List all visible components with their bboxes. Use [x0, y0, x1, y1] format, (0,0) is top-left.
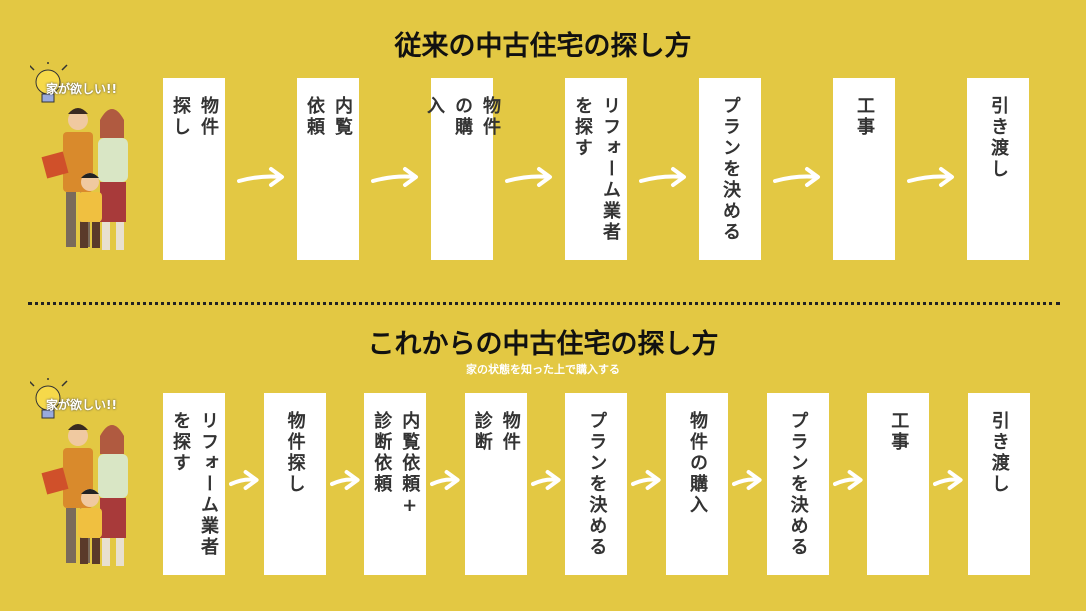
new-step-1-label-2: を探す: [170, 411, 191, 474]
new-step-4-label-1: 物件: [499, 411, 521, 453]
arrow-icon: [907, 167, 954, 187]
new-step-3: 内覧依頼+ 診断依頼: [364, 393, 427, 575]
arrow-icon: [329, 470, 360, 490]
conventional-step-3-label-2: の購: [452, 96, 473, 138]
title-new: これからの中古住宅の探し方: [367, 329, 719, 360]
new-step-9-label-1: 引き渡し: [988, 411, 1010, 495]
conventional-step-3-label-1: 物件: [480, 96, 501, 138]
new-step-8-label-1: 工事: [888, 411, 910, 453]
new-step-4-label-2: 診断: [471, 411, 493, 453]
conventional-step-3: 物件の購入: [424, 78, 501, 260]
conventional-step-1-label-2: 探し: [170, 96, 191, 138]
conventional-step-2-label-1: 内覧: [332, 96, 353, 138]
new-step-7: プランを決める: [766, 393, 829, 575]
arrow-icon: [732, 470, 762, 490]
arrow-icon: [832, 470, 863, 490]
conventional-step-7: 引き渡し: [967, 78, 1029, 260]
mother-figure: [98, 109, 128, 250]
arrow-icon: [631, 470, 661, 490]
family-illustration-bottom: [30, 378, 128, 566]
arrow-icon: [530, 470, 561, 490]
conventional-step-5-label-1: プランを決める: [720, 96, 741, 243]
arrow-icon: [639, 167, 686, 187]
conventional-step-4: リフォーム業者を探す: [565, 78, 627, 260]
new-step-3-label-1: 内覧依頼+: [399, 411, 421, 519]
child-figure: [78, 489, 102, 564]
conventional-step-7-label-1: 引き渡し: [988, 96, 1009, 180]
speech-bubble-bottom: 家が欲しい!!: [46, 398, 117, 412]
new-step-2: 物件探し: [263, 393, 326, 575]
subtitle-new: 家の状態を知った上で購入する: [466, 363, 620, 376]
arrow-icon: [933, 470, 963, 490]
new-step-1-label-1: リフォーム業者: [198, 411, 219, 558]
new-step-9: 引き渡し: [967, 393, 1030, 575]
new-step-6-label-1: 物件の購入: [687, 411, 708, 516]
mother-figure: [98, 425, 128, 566]
new-step-7-label-1: プランを決める: [787, 411, 809, 558]
new-step-2-label-1: 物件探し: [284, 411, 306, 495]
conventional-step-2-label-2: 依頼: [304, 96, 325, 138]
new-step-4: 物件診断: [464, 393, 527, 575]
dotted-divider: [28, 302, 1060, 305]
conventional-step-6-label-1: 工事: [854, 96, 875, 138]
conventional-step-4-label-1: リフォーム業者: [600, 96, 621, 243]
arrow-icon: [430, 470, 460, 490]
conventional-step-1: 物件探し: [163, 78, 225, 260]
arrow-icon: [229, 470, 259, 490]
arrow-icon: [371, 167, 418, 187]
new-step-6: 物件の購入: [666, 393, 728, 575]
lightbulb-icon: [30, 378, 68, 419]
conventional-step-3-label-3: 入: [424, 96, 445, 117]
new-step-3-label-2: 診断依頼: [371, 411, 393, 495]
new-step-1: リフォーム業者を探す: [163, 393, 225, 575]
new-step-5: プランを決める: [565, 393, 628, 575]
new-step-8: 工事: [867, 393, 930, 575]
conventional-step-2: 内覧依頼: [297, 78, 359, 260]
family-illustration-top: [30, 62, 128, 250]
conventional-step-4-label-2: を探す: [572, 96, 593, 159]
speech-bubble-top: 家が欲しい!!: [46, 82, 117, 96]
new-step-5-label-1: プランを決める: [586, 411, 608, 558]
arrow-icon: [773, 167, 820, 187]
conventional-step-5: プランを決める: [699, 78, 761, 260]
arrow-icon: [505, 167, 552, 187]
child-figure: [78, 173, 102, 248]
lightbulb-icon: [30, 62, 68, 103]
arrow-icon: [237, 167, 284, 187]
title-conventional: 従来の中古住宅の探し方: [394, 31, 692, 62]
conventional-step-6: 工事: [833, 78, 895, 260]
conventional-step-1-label-1: 物件: [198, 96, 219, 138]
